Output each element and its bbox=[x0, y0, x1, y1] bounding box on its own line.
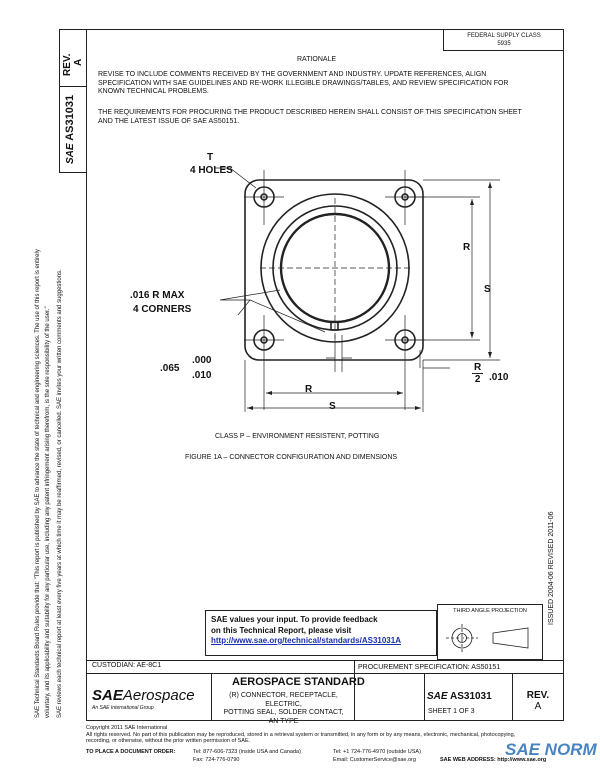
issue-revision-dates: ISSUED 2004-06 REVISED 2011-06 bbox=[548, 511, 555, 626]
dim-065: .065 bbox=[160, 363, 180, 374]
description: (R) CONNECTOR, RECEPTACLE, ELECTRIC, POT… bbox=[223, 692, 344, 725]
rationale-title: RATIONALE bbox=[297, 56, 337, 63]
order-contacts: Tel: +1 724-776-4970 (outside USA) Email… bbox=[333, 749, 421, 763]
sidebar-doc-number: SAE AS31031 bbox=[64, 94, 76, 164]
title-block-div1 bbox=[211, 673, 212, 721]
dim-s-right: S bbox=[484, 284, 491, 295]
feedback-line2: on this Technical Report, please visit bbox=[211, 625, 352, 635]
left-strip-divider bbox=[59, 29, 60, 173]
dim-s-bottom: S bbox=[329, 401, 336, 412]
dim-000: .000 bbox=[192, 355, 212, 366]
footer: Copyright 2011 SAE International All rig… bbox=[86, 725, 516, 745]
left-strip-top bbox=[59, 29, 87, 30]
rationale-text: REVISE TO INCLUDE COMMENTS RECEIVED BY T… bbox=[98, 71, 509, 95]
figure-caption: FIGURE 1A – CONNECTOR CONFIGURATION AND … bbox=[185, 454, 398, 461]
label-t: T bbox=[207, 152, 214, 163]
projection-symbol bbox=[446, 623, 529, 652]
sae-web-address: SAE WEB ADDRESS: http://www.sae.org bbox=[440, 757, 547, 763]
dim-r-right: R bbox=[463, 242, 471, 253]
doc-number: SAE AS31031 bbox=[427, 691, 492, 702]
title-rev: REV. A bbox=[526, 690, 550, 712]
connector-drawing bbox=[215, 167, 500, 412]
order-phones: Tel: 877-606-7323 (inside USA and Canada… bbox=[193, 749, 301, 763]
dim-r-half-tolerance: .010 bbox=[489, 372, 509, 383]
sidebar-rev: REV.A bbox=[62, 53, 84, 76]
left-strip-mid bbox=[59, 86, 87, 87]
supply-class-stamp: FEDERAL SUPPLY CLASS 5935 bbox=[443, 29, 564, 51]
label-4-corners: 4 CORNERS bbox=[133, 304, 192, 315]
document-frame bbox=[86, 29, 564, 721]
class-caption: CLASS P – ENVIRONMENT RESISTENT, POTTING bbox=[215, 433, 380, 440]
order-label: TO PLACE A DOCUMENT ORDER: bbox=[86, 749, 176, 755]
label-corner-radius: .016 R MAX bbox=[130, 290, 185, 301]
procurement-spec: PROCUREMENT SPECIFICATION: AS50151 bbox=[358, 664, 501, 671]
title-block-div2 bbox=[354, 660, 355, 721]
sheet-number: SHEET 1 OF 3 bbox=[428, 708, 475, 715]
standard-title: AEROSPACE STANDARD bbox=[232, 676, 365, 688]
dim-r-bottom: R bbox=[305, 384, 313, 395]
title-block-div3 bbox=[424, 673, 425, 721]
left-strip-bottom bbox=[59, 172, 87, 173]
title-block-div4 bbox=[512, 673, 513, 721]
custodian: CUSTODIAN: AE-8C1 bbox=[92, 662, 162, 669]
sae-aerospace-logo: SAEAerospace An SAE International Group bbox=[92, 687, 195, 711]
feedback-link[interactable]: http://www.sae.org/technical/standards/A… bbox=[211, 636, 401, 645]
title-block-top bbox=[86, 660, 564, 661]
sidebar-sae-logo: SAE bbox=[65, 143, 76, 164]
requirements-text: THE REQUIREMENTS FOR PROCURING THE PRODU… bbox=[98, 109, 522, 125]
watermark: SAE NORM bbox=[505, 740, 597, 759]
feedback-line1: SAE values your input. To provide feedba… bbox=[211, 615, 378, 624]
projection-box: THIRD ANGLE PROJECTION bbox=[437, 604, 543, 660]
feedback-box: SAE values your input. To provide feedba… bbox=[205, 610, 437, 656]
projection-label: THIRD ANGLE PROJECTION bbox=[453, 608, 527, 614]
label-4-holes: 4 HOLES bbox=[190, 165, 233, 176]
sidebar-disclaimer: SAE Technical Standards Board Rules prov… bbox=[35, 249, 63, 718]
dim-010: .010 bbox=[192, 370, 212, 381]
title-block-row bbox=[86, 673, 564, 674]
dim-r-half: R 2 bbox=[472, 362, 484, 385]
